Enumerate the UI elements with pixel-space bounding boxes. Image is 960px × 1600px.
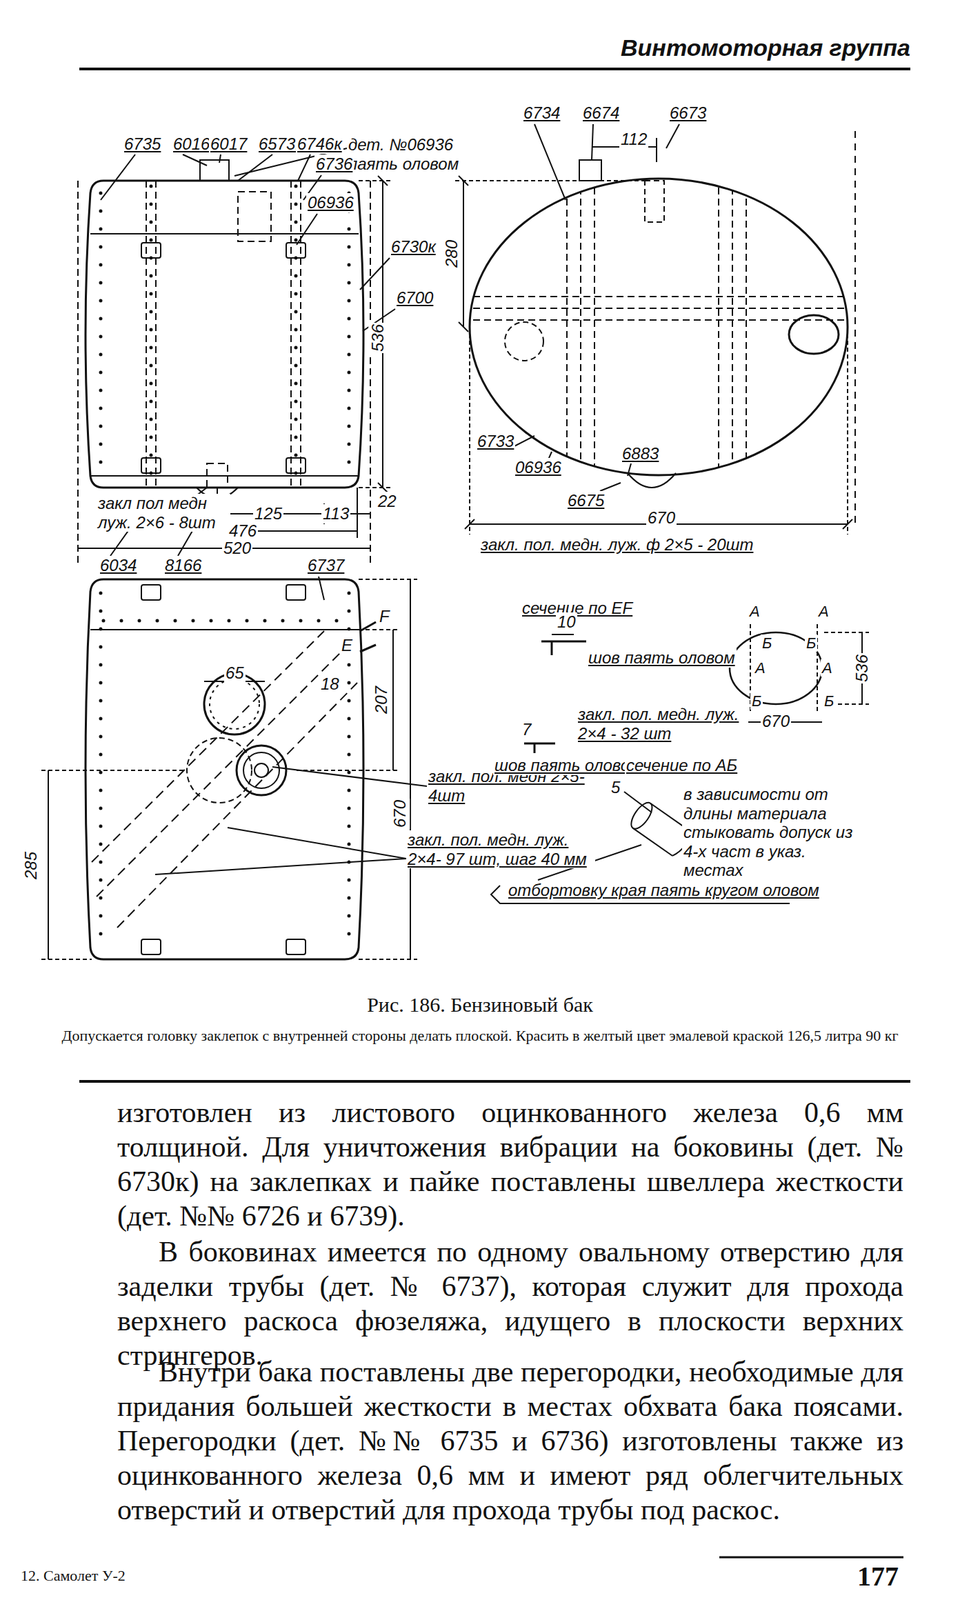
page-footer: 12. Самолет У-2	[20, 1566, 126, 1585]
drawing-note: 125	[253, 504, 284, 524]
callout-number: 6673	[668, 103, 708, 123]
callout-number: закл. пол. медн. луж. 2×4 - 32 шт	[576, 704, 749, 743]
section-letter: Б	[760, 634, 774, 652]
callout-number: 6016	[171, 134, 212, 154]
callout-number: 06936	[513, 457, 563, 478]
callout-number: отбортовку края паять кругом оловом	[506, 880, 821, 900]
drawing-note: 112	[619, 129, 649, 149]
section-letter: Б	[750, 692, 763, 710]
section-letter: А	[820, 659, 834, 677]
body-text: Внутри бака поставлены две перегородки, …	[117, 1354, 904, 1527]
callout-number: 6674	[581, 103, 621, 123]
dimension-label: 536	[368, 322, 388, 354]
section-letter: Б	[822, 692, 836, 710]
page-number: 177	[857, 1560, 899, 1593]
body-text: изготовлен из листового оцинкованного же…	[117, 1095, 904, 1234]
callout-number: 6700	[395, 288, 435, 308]
callout-number: шов паять оловом	[586, 648, 737, 668]
figure-note: Допускается головку заклепок с внутренне…	[52, 1026, 908, 1045]
callout-number: 6734	[522, 103, 562, 123]
callout-number: 6675	[566, 491, 606, 511]
callout-number: 6034	[98, 555, 138, 576]
drawing-note: 18	[319, 674, 341, 694]
section-letter: А	[817, 602, 831, 620]
callout-number: сечение по EF	[520, 598, 634, 618]
drawing-note: в зависимости от длины материала стыкова…	[682, 784, 858, 880]
section-letter: А	[753, 659, 767, 677]
drawing-note: F	[377, 606, 392, 627]
drawing-note: 520	[222, 538, 253, 558]
callout-number: закл. пол. медн. луж. ф 2×5 - 20шт	[479, 535, 755, 555]
drawing-note: E	[340, 635, 354, 656]
drawing-note: закл пол медн луж. 2×6 - 8шт	[96, 493, 231, 532]
callout-number: шов паять оловом	[493, 755, 643, 776]
callout-number: закл. пол. медн. луж. 2×4- 97 шт, шаг 40…	[406, 830, 596, 869]
callout-number: 6733	[475, 431, 516, 452]
dimension-label: 536	[852, 653, 872, 684]
drawing-note: дет. №06936 паять оловом	[346, 135, 502, 174]
drawing-note: 476	[227, 521, 258, 541]
callout-number: 6883	[620, 444, 660, 464]
callout-number: сечение по АБ	[624, 755, 739, 776]
callout-number: 8166	[163, 555, 203, 576]
callout-number: 6736	[314, 154, 354, 174]
page-header: Винтомоторная группа	[620, 34, 911, 62]
dimension-label: 207	[371, 684, 392, 716]
callout-number: 6746к	[295, 134, 344, 154]
drawing-note: 22	[376, 491, 398, 512]
dimension-label: 285	[21, 850, 41, 881]
callout-number: 6017	[208, 134, 249, 154]
drawing-note: 670	[646, 508, 677, 528]
section-letter: Б	[804, 634, 818, 652]
callout-number: 6737	[306, 555, 346, 576]
body-text: В боковинах имеется по одному овальному …	[117, 1234, 904, 1373]
callout-number: 6735	[122, 134, 163, 154]
figure-caption: Рис. 186. Бензиновый бак	[0, 993, 960, 1017]
dimension-label: 670	[390, 798, 410, 829]
drawing-note: 670	[760, 711, 792, 732]
callout-number: 6730к	[389, 237, 438, 257]
drawing-note: 65	[224, 663, 246, 683]
drawing-note: 113	[321, 504, 351, 524]
section-letter: А	[748, 602, 762, 620]
callout-number: 06936	[306, 193, 356, 213]
drawing-note: 5	[609, 777, 622, 798]
drawing-note: 7	[520, 720, 533, 740]
dimension-label: 280	[442, 238, 462, 269]
drawing-note: 10	[555, 612, 578, 632]
